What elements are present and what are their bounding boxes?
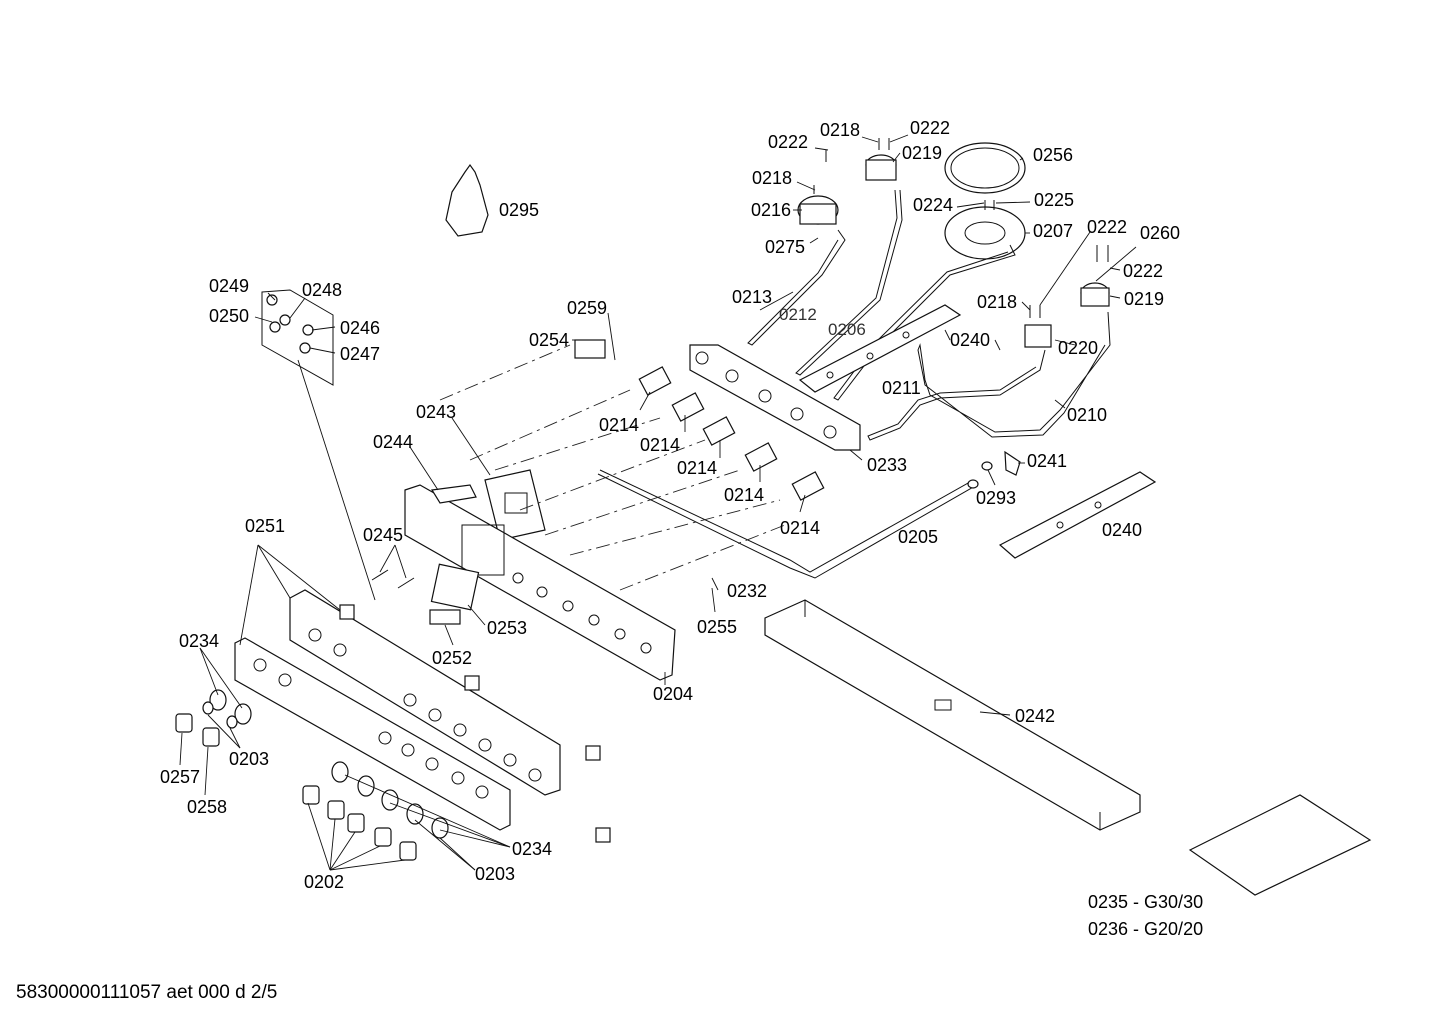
- label-0214: 0214: [724, 485, 764, 505]
- control-knobs: [175, 713, 417, 861]
- label-0275: 0275: [765, 237, 805, 257]
- label-0242: 0242: [1015, 706, 1055, 726]
- label-0245: 0245: [363, 525, 403, 545]
- label-0235: 0235 - G30/30: [1088, 892, 1203, 912]
- burner-assembly-right-a: [867, 305, 1052, 441]
- label-0218: 0218: [977, 292, 1017, 312]
- label-0211: 0211: [882, 378, 921, 398]
- label-0240: 0240: [950, 330, 990, 350]
- label-0202: 0202: [304, 872, 344, 892]
- screw-set-panel: [261, 289, 334, 386]
- fascia-panel-0251: [289, 589, 561, 796]
- label-0214: 0214: [780, 518, 820, 538]
- label-0207: 0207: [1033, 221, 1073, 241]
- label-0213: 0213: [732, 287, 772, 307]
- shield-plate-0244: [431, 484, 477, 504]
- knob-rings: [202, 689, 449, 839]
- burner-base-0207: [833, 200, 1026, 401]
- label-0251: 0251: [245, 516, 285, 536]
- part-labels: 0222 0218 0222 0219 0256 0218 0216 0224 …: [160, 118, 1203, 939]
- label-0234: 0234: [179, 631, 219, 651]
- burner-assembly-left: [747, 150, 846, 346]
- label-0259: 0259: [567, 298, 607, 318]
- label-0246: 0246: [340, 318, 380, 338]
- label-0249: 0249: [209, 276, 249, 296]
- leader-lines: [179, 134, 1137, 871]
- screws-0245: [371, 569, 415, 589]
- support-bar-0240-bottom: [998, 471, 1157, 559]
- gas-manifold-0233: [689, 344, 861, 451]
- label-0222: 0222: [1087, 217, 1127, 237]
- label-0248: 0248: [302, 280, 342, 300]
- burner-cap-0256: [944, 142, 1026, 194]
- label-0260: 0260: [1140, 223, 1180, 243]
- base-tray-0242: [764, 599, 1141, 831]
- support-bar-0240-top: [798, 304, 962, 393]
- control-panel-frame-0204: [404, 484, 676, 681]
- small-brackets: [339, 604, 611, 843]
- label-0218: 0218: [820, 120, 860, 140]
- label-0203: 0203: [229, 749, 269, 769]
- front-panel-0234: [234, 637, 511, 831]
- label-0220: 0220: [1058, 338, 1098, 358]
- label-0234: 0234: [512, 839, 552, 859]
- label-0219: 0219: [1124, 289, 1164, 309]
- label-0219: 0219: [902, 143, 942, 163]
- label-0210: 0210: [1067, 405, 1107, 425]
- label-0214: 0214: [599, 415, 639, 435]
- document-id: 58300000111057 aet 000 d 2/5: [16, 982, 277, 1003]
- label-0216: 0216: [751, 200, 791, 220]
- label-0224: 0224: [913, 195, 953, 215]
- label-0257: 0257: [160, 767, 200, 787]
- label-0218: 0218: [752, 168, 792, 188]
- screw-bag-0295: [445, 163, 489, 237]
- label-0222: 0222: [1123, 261, 1163, 281]
- label-0252: 0252: [432, 648, 472, 668]
- label-0240: 0240: [1102, 520, 1142, 540]
- label-0254: 0254: [529, 330, 569, 350]
- label-0214: 0214: [677, 458, 717, 478]
- burner-assembly-top: [795, 138, 903, 376]
- injector-bag-0235-0236: [1188, 794, 1372, 896]
- label-0204: 0204: [653, 684, 693, 704]
- bracket-0243: [484, 469, 546, 541]
- label-0206: 0206: [828, 320, 866, 339]
- label-0253: 0253: [487, 618, 527, 638]
- label-0250: 0250: [209, 306, 249, 326]
- label-0256: 0256: [1033, 145, 1073, 165]
- gas-valves-0214: [638, 366, 825, 501]
- burner-assembly-right-b: [917, 245, 1111, 438]
- module-0253: [430, 563, 480, 611]
- label-0293: 0293: [976, 488, 1016, 508]
- label-0222: 0222: [910, 118, 950, 138]
- label-0222: 0222: [768, 132, 808, 152]
- label-0225: 0225: [1034, 190, 1074, 210]
- label-0236: 0236 - G20/20: [1088, 919, 1203, 939]
- elbow-0241: [981, 450, 1021, 476]
- label-0258: 0258: [187, 797, 227, 817]
- gas-tube-0205: [597, 469, 979, 579]
- plate-0252: [429, 609, 461, 625]
- label-0205: 0205: [898, 527, 938, 547]
- label-0255: 0255: [697, 617, 737, 637]
- label-0212: 0212: [779, 305, 817, 324]
- label-0243: 0243: [416, 402, 456, 422]
- label-0232: 0232: [727, 581, 767, 601]
- label-0295: 0295: [499, 200, 539, 220]
- alignment-lines: [439, 344, 786, 591]
- label-0233: 0233: [867, 455, 907, 475]
- label-0241: 0241: [1027, 451, 1067, 471]
- label-0203: 0203: [475, 864, 515, 884]
- terminal-block-0254: [574, 339, 606, 359]
- label-0244: 0244: [373, 432, 413, 452]
- label-0247: 0247: [340, 344, 380, 364]
- label-0214: 0214: [640, 435, 680, 455]
